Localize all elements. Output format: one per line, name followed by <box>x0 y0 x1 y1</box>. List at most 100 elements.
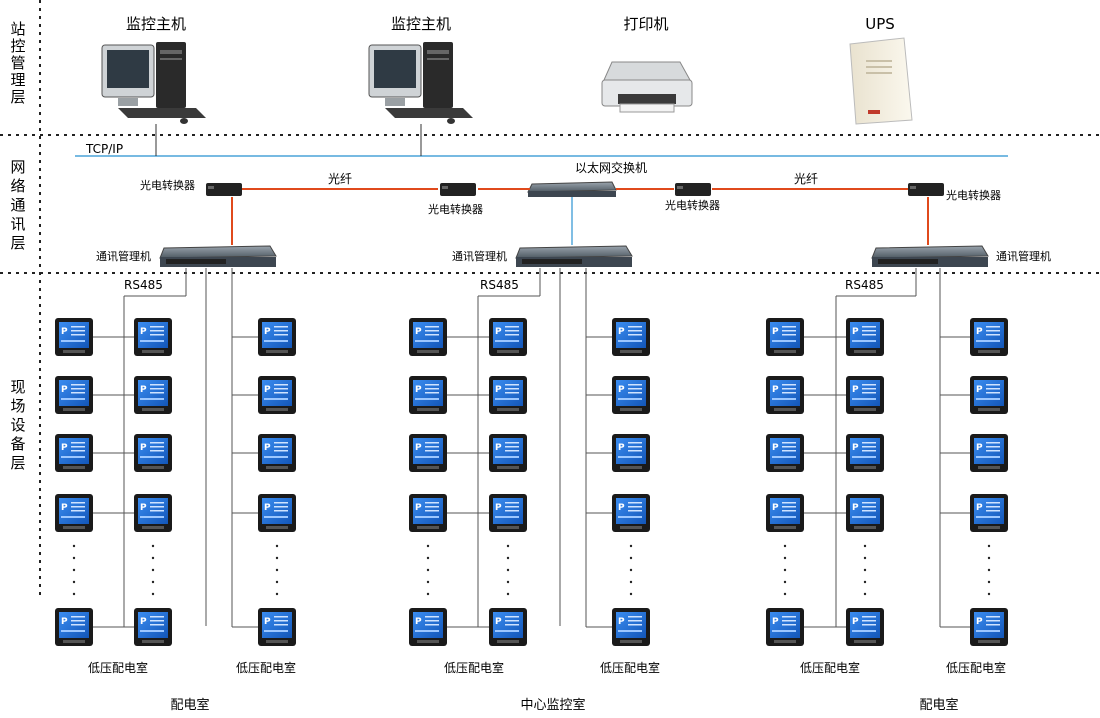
room-low-6-label: 低压配电室 <box>946 660 1006 675</box>
continuation-dots <box>151 592 155 596</box>
continuation-dots <box>151 544 155 548</box>
continuation-dots <box>987 580 991 584</box>
ups-icon <box>849 37 913 125</box>
continuation-dots <box>629 544 633 548</box>
power-meter <box>55 376 93 414</box>
continuation-dots <box>72 544 76 548</box>
continuation-dots <box>863 592 867 596</box>
monitoring-host-2-icon <box>368 42 473 124</box>
power-meter <box>258 318 296 356</box>
power-meter <box>409 318 447 356</box>
continuation-dots <box>275 592 279 596</box>
power-meter <box>970 434 1008 472</box>
svg-text:现: 现 <box>10 378 25 396</box>
continuation-dots <box>275 580 279 584</box>
power-meter <box>489 494 527 532</box>
continuation-dots <box>863 544 867 548</box>
power-meter <box>55 608 93 646</box>
comm-manager-right-label: 通讯管理机 <box>996 249 1051 263</box>
continuation-dots <box>506 592 510 596</box>
svg-text:管: 管 <box>10 54 25 72</box>
power-meter <box>409 608 447 646</box>
power-meter <box>970 494 1008 532</box>
printer-label: 打印机 <box>623 15 668 33</box>
tcpip-label: TCP/IP <box>85 142 123 156</box>
continuation-dots <box>506 580 510 584</box>
power-meter <box>258 376 296 414</box>
oe-converter-3-icon <box>675 183 711 196</box>
continuation-dots <box>783 592 787 596</box>
continuation-dots <box>629 556 633 560</box>
group-center-label: 中心监控室 <box>520 697 585 713</box>
power-meter <box>970 318 1008 356</box>
continuation-dots <box>629 568 633 572</box>
continuation-dots <box>506 556 510 560</box>
continuation-dots <box>426 568 430 572</box>
continuation-dots <box>987 568 991 572</box>
continuation-dots <box>863 568 867 572</box>
svg-text:网: 网 <box>10 158 25 176</box>
svg-text:通: 通 <box>10 196 25 214</box>
oe-converter-1-icon <box>206 183 242 196</box>
svg-text:络: 络 <box>10 177 25 195</box>
field-bus-wiring <box>93 268 970 628</box>
host1-label: 监控主机 <box>126 15 186 33</box>
svg-text:理: 理 <box>10 71 25 89</box>
power-meter <box>134 376 172 414</box>
fiber-left-label: 光纤 <box>328 172 352 186</box>
ups-label: UPS <box>865 15 895 33</box>
continuation-dots <box>72 592 76 596</box>
power-meter <box>489 608 527 646</box>
printer-icon <box>601 61 693 113</box>
power-meter <box>846 494 884 532</box>
power-meter <box>134 494 172 532</box>
oe-converter-4-label: 光电转换器 <box>946 188 1001 202</box>
continuation-dots <box>783 544 787 548</box>
oe-converter-3-label: 光电转换器 <box>665 198 720 212</box>
power-meter <box>970 376 1008 414</box>
continuation-dots <box>151 568 155 572</box>
power-meter <box>258 608 296 646</box>
host2-label: 监控主机 <box>391 15 451 33</box>
power-meter <box>612 608 650 646</box>
continuation-dots <box>506 568 510 572</box>
power-meter <box>55 494 93 532</box>
svg-text:控: 控 <box>10 37 25 55</box>
power-meter <box>409 494 447 532</box>
power-meter <box>134 318 172 356</box>
svg-text:设: 设 <box>10 416 25 434</box>
comm-manager-left-icon <box>159 245 277 267</box>
comm-manager-left-label: 通讯管理机 <box>96 249 151 263</box>
room-low-3-label: 低压配电室 <box>444 660 504 675</box>
group-right-label: 配电室 <box>919 697 958 713</box>
power-meter <box>258 494 296 532</box>
continuation-dots <box>72 580 76 584</box>
monitoring-host-1-icon <box>101 42 206 124</box>
continuation-dots <box>151 556 155 560</box>
svg-text:备: 备 <box>10 435 25 453</box>
power-meter <box>134 434 172 472</box>
continuation-dots <box>275 544 279 548</box>
group-left-label: 配电室 <box>170 697 209 713</box>
power-meter <box>766 376 804 414</box>
room-low-4-label: 低压配电室 <box>600 660 660 675</box>
svg-text:讯: 讯 <box>10 215 25 233</box>
continuation-dots <box>863 580 867 584</box>
power-meter <box>970 608 1008 646</box>
layer-label-station: 站 控 管 理 层 <box>10 20 25 106</box>
continuation-dots <box>987 592 991 596</box>
power-meter <box>766 434 804 472</box>
continuation-dots <box>987 544 991 548</box>
comm-manager-right-icon <box>871 245 989 267</box>
ethernet-switch-label: 以太网交换机 <box>575 160 647 175</box>
power-meter <box>846 608 884 646</box>
power-meter <box>409 434 447 472</box>
continuation-dots <box>506 544 510 548</box>
power-meter <box>766 318 804 356</box>
power-meter <box>846 318 884 356</box>
layer-label-network: 网 络 通 讯 层 <box>10 158 25 252</box>
rs485-right-label: RS485 <box>845 278 884 292</box>
power-meter <box>258 434 296 472</box>
